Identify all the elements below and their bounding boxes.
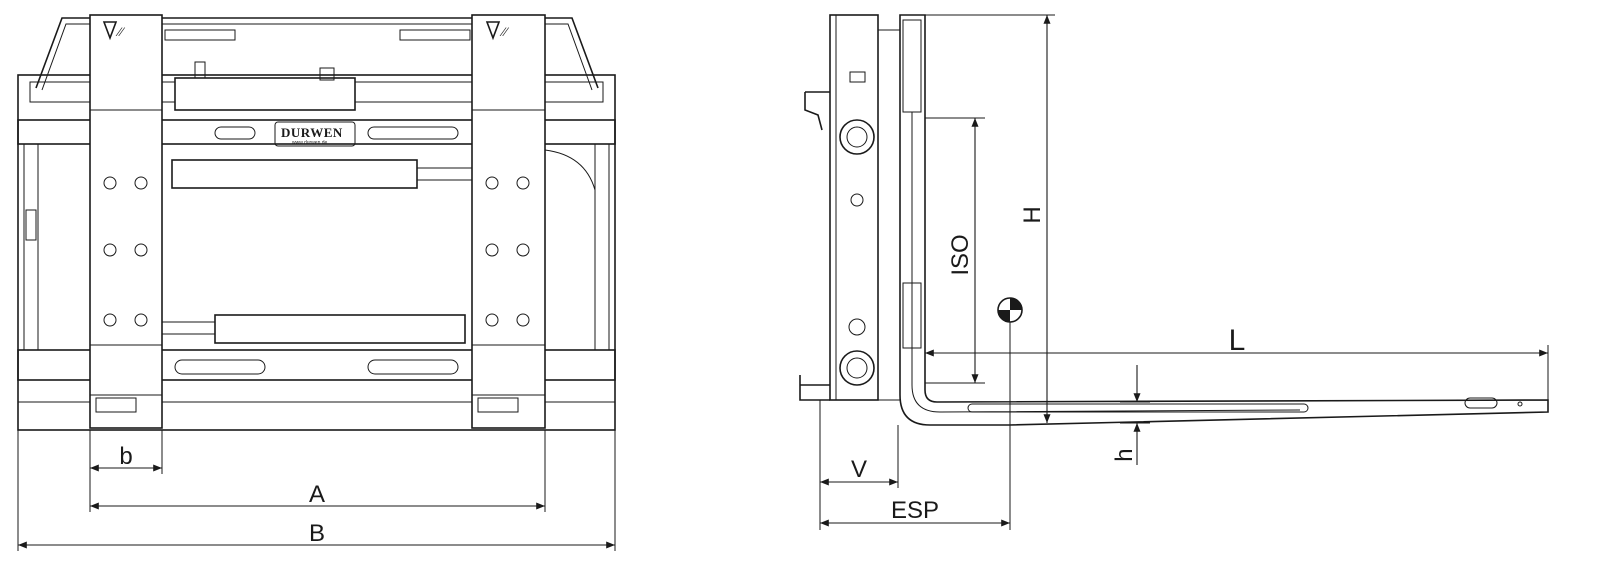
- svg-text:www.durwen.de: www.durwen.de: [292, 140, 328, 146]
- top-guard: [35, 17, 599, 89]
- left-fork-carriage: ⁄⁄: [89, 14, 163, 429]
- upper-bar: [17, 119, 616, 145]
- fork: [899, 14, 1549, 426]
- carriage-plate: [829, 14, 879, 401]
- dimension-ISO: ISO: [947, 118, 979, 384]
- frame-outline: [17, 74, 616, 431]
- svg-text:⁄⁄: ⁄⁄: [115, 24, 126, 39]
- svg-text:DURWEN: DURWEN: [281, 125, 343, 140]
- dimension-B: B: [17, 520, 615, 549]
- roller: [839, 119, 875, 386]
- svg-text:b: b: [119, 443, 132, 470]
- dimension-H: H: [1019, 14, 1051, 424]
- center-of-gravity-icon: [997, 297, 1023, 323]
- durwen-logo: DURWEN www.durwen.de: [274, 121, 356, 147]
- dimension-b: b: [90, 443, 162, 472]
- svg-text:L: L: [1229, 324, 1246, 357]
- svg-text:H: H: [1019, 206, 1046, 223]
- lower-cylinder: [214, 314, 466, 344]
- svg-text:V: V: [851, 456, 867, 483]
- hydraulic-block: [174, 77, 356, 111]
- top-rack: [164, 29, 471, 41]
- svg-text:A: A: [309, 481, 325, 508]
- svg-text:B: B: [309, 520, 325, 547]
- right-fork-carriage: ⁄⁄: [471, 14, 546, 429]
- dimension-h: h: [1111, 365, 1141, 465]
- dimension-A: A: [90, 481, 545, 510]
- svg-text:h: h: [1111, 448, 1138, 461]
- upper-cylinder: [171, 159, 418, 189]
- svg-text:ISO: ISO: [947, 234, 974, 275]
- dimension-V: V: [820, 456, 898, 486]
- svg-text:ESP: ESP: [891, 497, 939, 524]
- side-view: H ISO L h V ESP: [799, 14, 1549, 530]
- dimension-L: L: [925, 324, 1548, 357]
- dimension-ESP: ESP: [820, 497, 1010, 527]
- front-view: DURWEN www.durwen.de ⁄⁄ ⁄⁄: [17, 14, 616, 551]
- svg-text:⁄⁄: ⁄⁄: [499, 24, 510, 39]
